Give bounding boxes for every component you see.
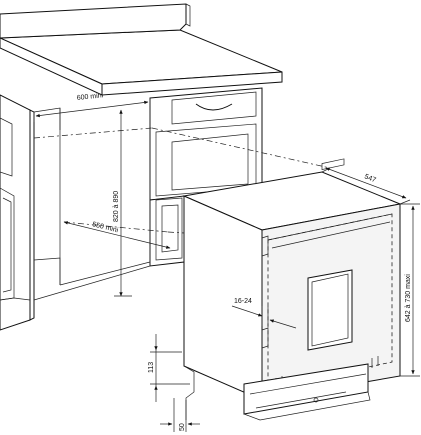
label-door-panel: 16-24 — [234, 298, 252, 305]
dimension-niche-width: 600 mini — [33, 92, 151, 122]
label-plinth-offset: 50 — [179, 423, 186, 431]
label-plinth-height: 113 — [148, 362, 155, 373]
label-appliance-depth: 547 — [363, 173, 377, 184]
dimension-appliance-height: 642 à 730 maxi — [400, 203, 420, 377]
plinth-base — [243, 363, 371, 421]
dimension-appliance-depth: 547 — [321, 167, 411, 205]
arrowhead-icon — [35, 100, 149, 118]
left-cabinet — [0, 94, 61, 331]
label-niche-width: 600 mini — [76, 92, 103, 102]
dimension-niche-height: 820 à 890 — [113, 109, 132, 297]
label-appliance-height: 642 à 730 maxi — [405, 274, 412, 322]
label-niche-height: 820 à 890 — [113, 191, 120, 222]
countertop — [0, 3, 283, 96]
dimension-door-panel: 16-24 — [231, 298, 297, 329]
dimension-plinth-offset: 50 — [160, 398, 200, 432]
